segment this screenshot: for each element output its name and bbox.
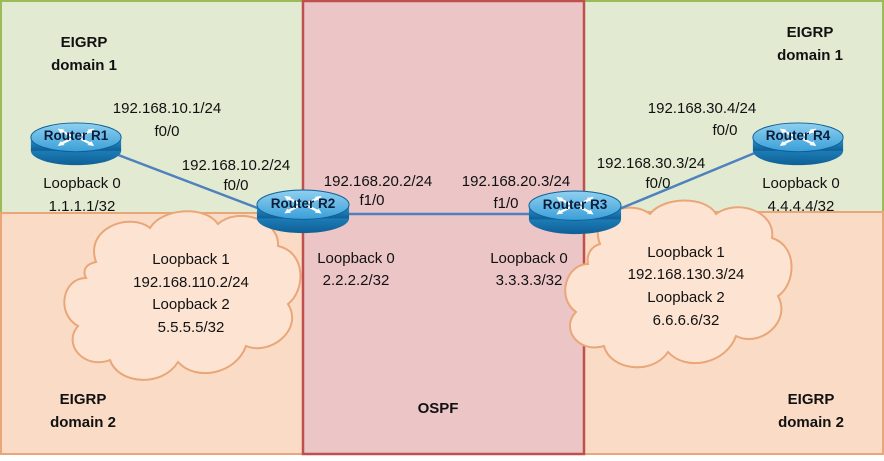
router-r1-label: Router R1 [44, 128, 109, 143]
zone-title-tl-1: EIGRP [61, 34, 108, 51]
r4-iface: f0/0 [712, 122, 737, 139]
r3-loopback0-ip: 3.3.3.3/32 [496, 272, 563, 289]
link-r3-r4 [611, 148, 763, 214]
r3-loopback2-ip: 6.6.6.6/32 [653, 312, 720, 329]
r2-loopback0-ip: 2.2.2.2/32 [323, 272, 390, 289]
r4-loopback0-name: Loopback 0 [762, 175, 840, 192]
r3-f10-ip: 192.168.20.3/24 [462, 173, 570, 190]
zone-title-bl-2: domain 2 [50, 414, 116, 431]
r1-loopback0-name: Loopback 0 [43, 175, 121, 192]
router-r1[interactable]: Router R1 [29, 121, 123, 167]
cloud-r3-loopbacks [564, 199, 793, 369]
r3-loopback1-name: Loopback 1 [647, 244, 725, 261]
r2-loopback1-ip: 192.168.110.2/24 [133, 274, 249, 291]
router-r4-label: Router R4 [766, 128, 831, 143]
r4-loopback0-ip: 4.4.4.4/32 [768, 198, 835, 215]
r2-loopback2-ip: 5.5.5.5/32 [158, 319, 225, 336]
r1-loopback0-ip: 1.1.1.1/32 [49, 198, 116, 215]
r3-loopback1-ip: 192.168.130.3/24 [628, 266, 745, 283]
r3-f00-ip: 192.168.30.3/24 [597, 155, 705, 172]
router-r3-label: Router R3 [543, 197, 608, 212]
r2-f00-iface: f0/0 [223, 177, 248, 194]
router-r2-label: Router R2 [271, 196, 336, 211]
zone-title-tr-2: domain 1 [777, 47, 843, 64]
zone-eigrp-domain1-left [0, 0, 304, 214]
r3-f00-iface: f0/0 [645, 175, 670, 192]
r2-loopback1-name: Loopback 1 [152, 251, 230, 268]
zone-title-br-1: EIGRP [788, 391, 835, 408]
r1-ip: 192.168.10.1/24 [113, 100, 221, 117]
zone-title-tl-2: domain 1 [51, 57, 117, 74]
r1-iface: f0/0 [154, 123, 179, 140]
r2-f10-ip: 192.168.20.2/24 [324, 173, 432, 190]
cloud-r2-loopbacks [63, 210, 302, 381]
router-r4[interactable]: Router R4 [751, 121, 845, 167]
zone-title-tr-1: EIGRP [787, 24, 834, 41]
r2-loopback0-name: Loopback 0 [317, 250, 395, 267]
link-r1-r2 [99, 146, 269, 214]
r3-loopback2-name: Loopback 2 [647, 289, 725, 306]
zone-title-bl-1: EIGRP [60, 391, 107, 408]
router-r2[interactable]: Router R2 [255, 188, 351, 235]
r2-f00-ip: 192.168.10.2/24 [182, 157, 290, 174]
r3-f10-iface: f1/0 [493, 195, 518, 212]
zone-eigrp-domain1-right [582, 0, 884, 213]
zone-title-br-2: domain 2 [778, 414, 844, 431]
r4-ip: 192.168.30.4/24 [648, 100, 756, 117]
r2-f10-iface: f1/0 [359, 192, 384, 209]
zone-title-ospf: OSPF [418, 400, 459, 417]
r2-loopback2-name: Loopback 2 [152, 296, 230, 313]
r3-loopback0-name: Loopback 0 [490, 250, 568, 267]
router-r3[interactable]: Router R3 [527, 189, 623, 236]
